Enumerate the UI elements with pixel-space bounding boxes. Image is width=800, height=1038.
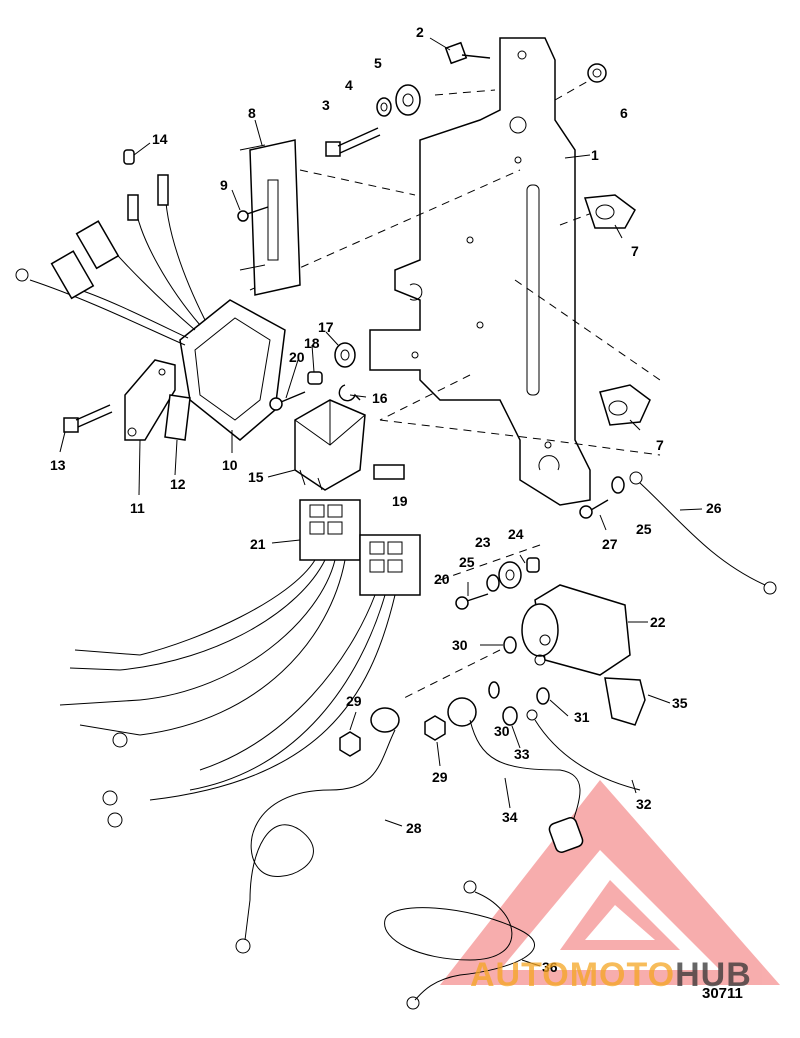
callout-25-upper: 25	[636, 521, 652, 537]
nut-part-33	[502, 706, 518, 726]
callout-7-upper: 7	[631, 243, 639, 259]
callout-2: 2	[416, 24, 424, 40]
callout-27: 27	[602, 536, 618, 552]
grommet-part-5	[395, 84, 421, 116]
sleeve-part-18	[307, 371, 323, 385]
callout-21: 21	[250, 536, 266, 552]
callout-20-upper: 20	[289, 349, 305, 365]
callout-28: 28	[406, 820, 422, 836]
relay-part-15	[294, 399, 366, 491]
label-part-19	[373, 464, 405, 480]
cable-part-28	[235, 707, 400, 954]
washer-part-30-lower	[488, 681, 500, 699]
nut-part-6	[587, 63, 607, 83]
rectifier-part-10	[179, 299, 286, 441]
clip-part-16	[338, 384, 361, 402]
callout-leaders	[59, 37, 703, 967]
mounting-bracket	[369, 37, 591, 506]
callout-1: 1	[591, 147, 599, 163]
callout-31: 31	[574, 709, 590, 725]
solenoid-part-22	[521, 584, 631, 676]
callout-6: 6	[620, 105, 628, 121]
callout-29-left: 29	[346, 693, 362, 709]
screw-part-20-upper	[269, 391, 306, 411]
callout-12: 12	[170, 476, 186, 492]
watermark-text: AUTOMOTOHUB	[470, 958, 752, 992]
grommet-part-23	[498, 561, 522, 589]
sleeve-part-24	[526, 557, 540, 573]
callout-9: 9	[220, 177, 228, 193]
callout-33: 33	[514, 746, 530, 762]
callout-30-lower: 30	[494, 723, 510, 739]
pad-part-12	[164, 394, 191, 441]
bolt-part-3	[325, 127, 381, 157]
callout-36: 36	[542, 959, 558, 975]
washer-part-25-lower	[486, 574, 500, 592]
washer-part-25-upper	[611, 476, 625, 494]
bracket-part-8	[239, 139, 301, 296]
callout-25-lower: 25	[459, 554, 475, 570]
nut-part-31	[536, 687, 550, 705]
callout-18: 18	[304, 335, 320, 351]
callout-24: 24	[508, 526, 524, 542]
callout-8: 8	[248, 105, 256, 121]
cable-part-36	[384, 880, 535, 1010]
screw-part-2	[444, 41, 491, 65]
callout-14: 14	[152, 131, 168, 147]
boot-part-35	[604, 677, 646, 726]
screw-part-27	[579, 499, 609, 519]
bolt-part-13	[63, 404, 113, 433]
grommet-part-17	[334, 342, 356, 368]
watermark-logo	[440, 780, 780, 985]
clip-part-7-upper	[583, 194, 636, 229]
callout-32: 32	[636, 796, 652, 812]
callout-15: 15	[248, 469, 264, 485]
callout-29-right: 29	[432, 769, 448, 785]
nut-part-29-left	[339, 731, 361, 757]
callout-3: 3	[322, 97, 330, 113]
callout-19: 19	[392, 493, 408, 509]
harness-wires	[15, 174, 206, 346]
callout-35: 35	[672, 695, 688, 711]
screw-part-9	[237, 206, 269, 222]
callout-13: 13	[50, 457, 66, 473]
washer-part-4	[376, 97, 392, 117]
callout-5: 5	[374, 55, 382, 71]
screw-part-20-lower	[455, 593, 489, 610]
callout-11: 11	[130, 500, 145, 516]
callout-7-lower: 7	[656, 437, 664, 453]
watermark-hub: HUB	[675, 956, 752, 994]
callout-17: 17	[318, 319, 334, 335]
cable-part-32	[526, 709, 641, 791]
callout-20-lower: 20	[434, 571, 450, 587]
callout-22: 22	[650, 614, 666, 630]
cable-part-34	[447, 697, 584, 853]
cable-part-26	[629, 471, 777, 595]
callout-34: 34	[502, 809, 518, 825]
callout-30-upper: 30	[452, 637, 468, 653]
connector-part-21	[299, 499, 421, 596]
callout-26: 26	[706, 500, 722, 516]
figure-number: 30711	[702, 985, 743, 1002]
callout-23: 23	[475, 534, 491, 550]
callout-4: 4	[345, 77, 353, 93]
harness-cables-21	[59, 559, 396, 828]
watermark-auto: AUTO	[470, 956, 570, 994]
cap-part-14	[123, 149, 135, 165]
clip-part-7-lower	[599, 384, 651, 426]
bracket-part-11	[124, 359, 176, 441]
watermark-moto: MOTO	[569, 956, 676, 994]
nut-part-29-right	[424, 715, 446, 741]
washer-part-30-upper	[503, 636, 517, 654]
callout-10: 10	[222, 457, 238, 473]
callout-16: 16	[372, 390, 388, 406]
